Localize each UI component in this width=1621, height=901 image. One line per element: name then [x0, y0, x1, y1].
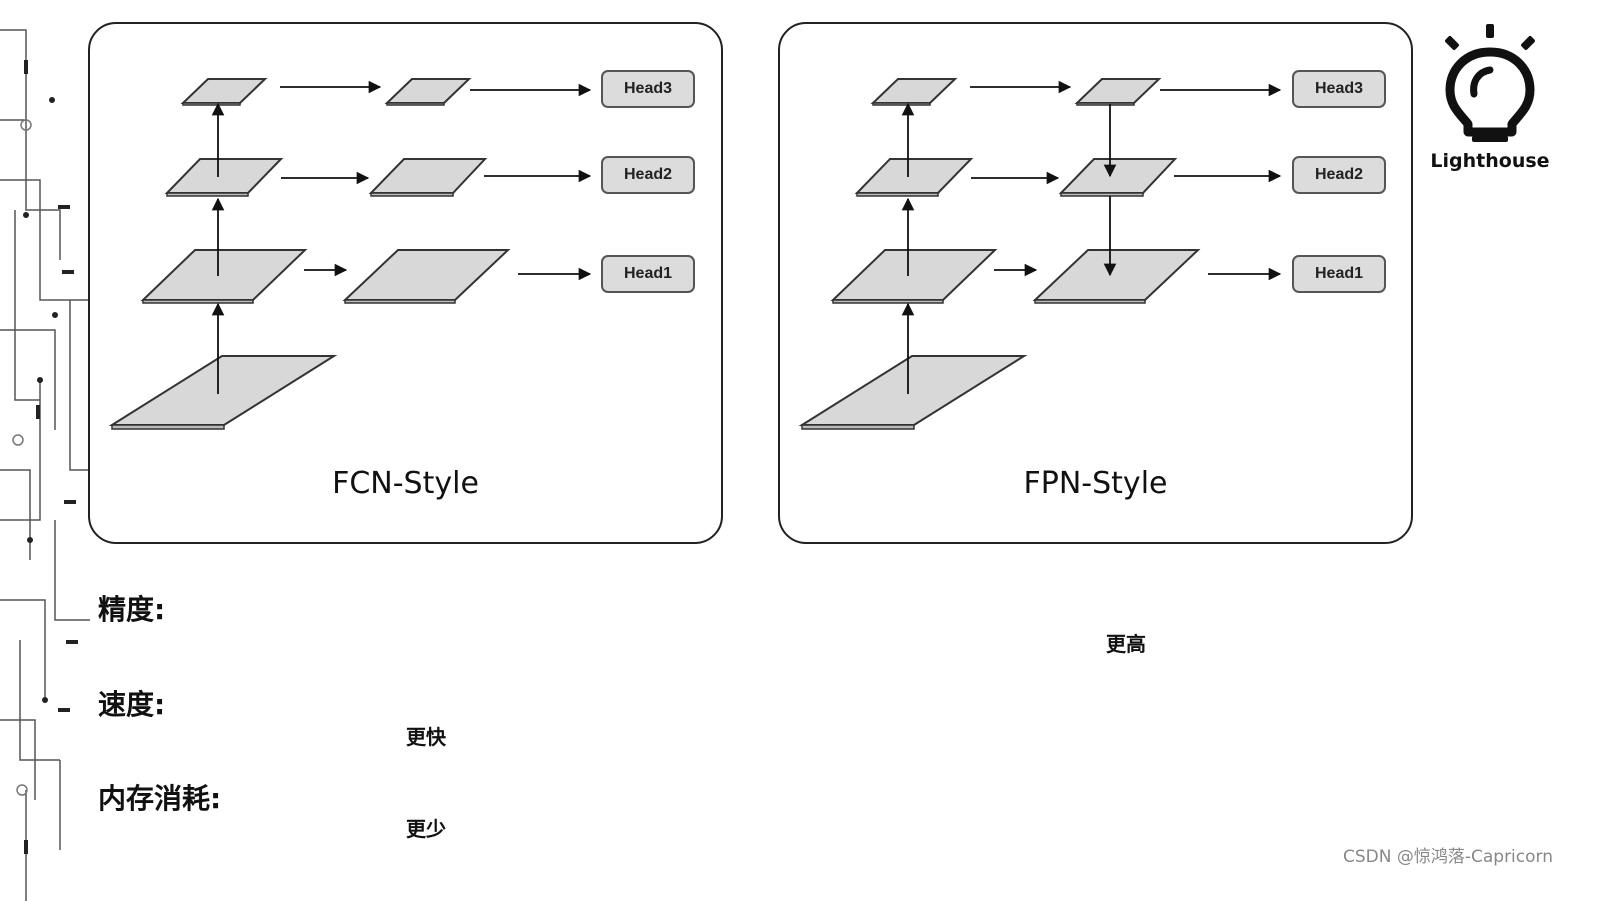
speed-label: 速度: — [98, 688, 166, 721]
flow-arrows — [211, 80, 592, 394]
fpn-diagram — [798, 78, 1282, 430]
feature-layer-3 — [1074, 78, 1162, 104]
fcn-style-panel: Head3 Head2 Head1 FCN-Style — [88, 22, 723, 544]
backbone-layer-1 — [798, 355, 1028, 426]
backbone-layer-3 — [854, 158, 974, 194]
memory-label: 内存消耗: — [98, 782, 222, 815]
backbone-layer-3 — [164, 158, 284, 194]
fcn-panel-title: FCN-Style — [332, 466, 479, 501]
feature-layer-1 — [342, 249, 511, 301]
fcn-speed-value: 更快 — [406, 725, 446, 749]
fcn-head3-box: Head3 — [601, 70, 695, 108]
fcn-head1-box: Head1 — [601, 255, 695, 293]
backbone-layer-2 — [830, 249, 998, 301]
backbone-layer-1 — [108, 355, 338, 426]
fpn-accuracy-value: 更高 — [1106, 632, 1146, 656]
fpn-style-panel: Head3 Head2 Head1 FPN-Style — [778, 22, 1413, 544]
circuit-decoration — [0, 29, 90, 901]
watermark: CSDN @惊鸿落-Capricorn — [1342, 847, 1553, 867]
feature-layers — [342, 78, 511, 304]
backbone-layer-2 — [140, 249, 308, 301]
fpn-panel-title: FPN-Style — [1023, 466, 1168, 501]
fcn-diagram — [108, 78, 592, 430]
backbone-layer-4 — [180, 78, 268, 104]
logo-text: Lighthouse — [1430, 150, 1550, 172]
backbone-layers — [798, 78, 1028, 430]
accuracy-label: 精度: — [98, 593, 166, 626]
fcn-head2-box: Head2 — [601, 156, 695, 194]
flow-arrows — [901, 80, 1282, 394]
lightbulb-icon — [1445, 24, 1535, 142]
feature-layer-2 — [368, 158, 488, 194]
feature-layer-1 — [1032, 249, 1201, 301]
backbone-layers — [108, 78, 338, 430]
lighthouse-logo: Lighthouse — [1430, 22, 1550, 182]
feature-layer-2 — [1058, 158, 1178, 194]
feature-layer-3 — [384, 78, 472, 104]
fcn-memory-value: 更少 — [406, 817, 446, 841]
fpn-head1-box: Head1 — [1292, 255, 1386, 293]
backbone-layer-4 — [870, 78, 958, 104]
fpn-head2-box: Head2 — [1292, 156, 1386, 194]
fpn-head3-box: Head3 — [1292, 70, 1386, 108]
feature-layers — [1032, 78, 1201, 304]
